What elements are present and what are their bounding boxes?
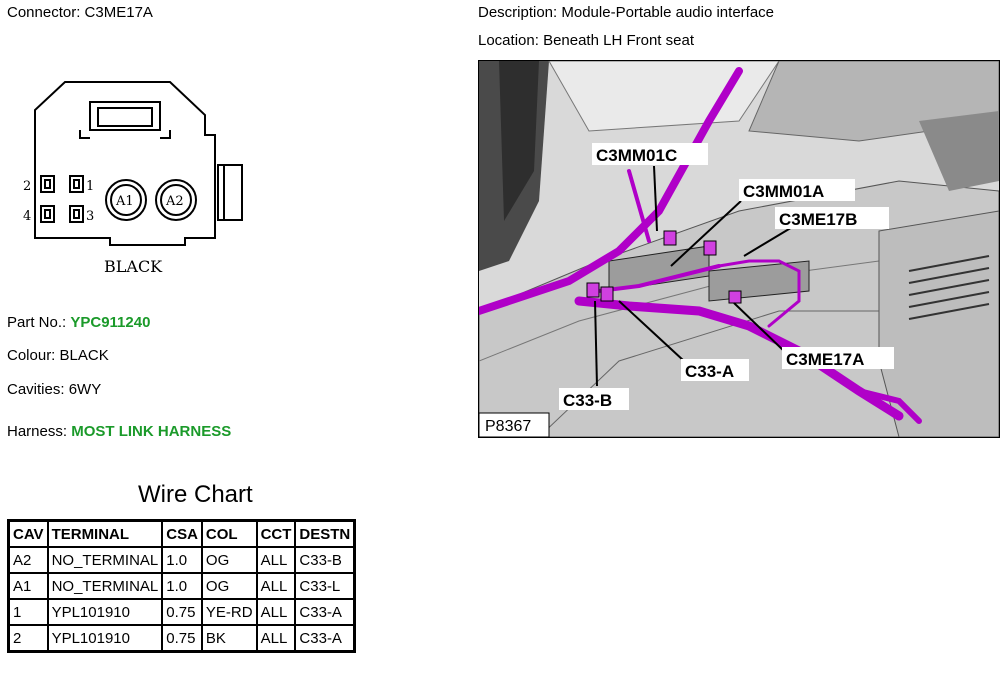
- callout-c33-b: C33-B: [563, 391, 612, 410]
- harness-link[interactable]: MOST LINK HARNESS: [71, 423, 232, 440]
- colour-line: Colour: BLACK: [7, 347, 109, 364]
- description-label: Description:: [478, 4, 558, 21]
- cell-terminal: NO_TERMINAL: [46, 546, 164, 574]
- cell-terminal: NO_TERMINAL: [46, 572, 164, 600]
- location-line: Location: Beneath LH Front seat: [478, 32, 694, 49]
- part-number-label: Part No.:: [7, 314, 67, 331]
- wire-chart-table: CAV TERMINAL CSA COL CCT DESTN A2 NO_TER…: [7, 519, 357, 653]
- callout-c3me17b: C3ME17B: [779, 210, 857, 229]
- connector-value: C3ME17A: [84, 4, 153, 21]
- cell-cav: A1: [7, 572, 49, 600]
- header-csa: CSA: [161, 519, 203, 548]
- callout-c3me17a: C3ME17A: [786, 350, 864, 369]
- wire-chart-title: Wire Chart: [138, 481, 253, 508]
- diagram-color-label: BLACK: [104, 257, 163, 276]
- cell-col: BK: [200, 624, 258, 653]
- cell-col: OG: [200, 572, 258, 600]
- illustration-id: P8367: [485, 418, 531, 435]
- part-number-link[interactable]: YPC911240: [70, 314, 151, 331]
- callout-c3mm01c: C3MM01C: [596, 146, 677, 165]
- cavities-line: Cavities: 6WY: [7, 381, 101, 398]
- header-col: COL: [200, 519, 258, 548]
- location-illustration-svg: C3MM01C C3MM01A C3ME17B C3ME17A C33-A C3…: [479, 61, 999, 437]
- pin-4-label: 4: [23, 209, 31, 224]
- cell-col: YE-RD: [200, 598, 258, 626]
- location-label: Location:: [478, 32, 539, 49]
- pin-a2-label: A2: [165, 194, 184, 209]
- cell-csa: 0.75: [161, 624, 203, 653]
- cell-cct: ALL: [255, 624, 297, 653]
- connector-label: Connector:: [7, 4, 81, 21]
- table-row: 1 YPL101910 0.75 YE-RD ALL C33-A: [7, 598, 356, 626]
- location-illustration: C3MM01C C3MM01A C3ME17B C3ME17A C33-A C3…: [478, 60, 1000, 438]
- pin-2-label: 2: [23, 179, 31, 194]
- pin-a1-label: A1: [115, 194, 134, 209]
- part-number-line: Part No.: YPC911240: [7, 314, 150, 331]
- cell-destn: C33-A: [294, 598, 356, 626]
- side-tab: [217, 164, 243, 221]
- cell-terminal: YPL101910: [46, 624, 164, 653]
- cell-cav: 1: [7, 598, 49, 626]
- header-destn: DESTN: [294, 519, 356, 548]
- connector-outline: [34, 81, 216, 246]
- pin-1-label: 1: [86, 179, 94, 194]
- cell-destn: C33-L: [294, 572, 356, 600]
- callout-c3mm01a: C3MM01A: [743, 182, 824, 201]
- location-value: Beneath LH Front seat: [543, 32, 694, 49]
- harness-label: Harness:: [7, 423, 68, 440]
- cell-csa: 1.0: [161, 546, 203, 574]
- latch-outer: [89, 101, 161, 131]
- cavities-value: 6WY: [68, 381, 102, 398]
- table-row: A1 NO_TERMINAL 1.0 OG ALL C33-L: [7, 572, 356, 600]
- callout-c33-a: C33-A: [685, 362, 734, 381]
- cell-destn: C33-B: [294, 546, 356, 574]
- harness-line: Harness: MOST LINK HARNESS: [7, 423, 231, 440]
- cell-cav: 2: [7, 624, 49, 653]
- cell-col: OG: [200, 546, 258, 574]
- header-cct: CCT: [255, 519, 297, 548]
- cell-terminal: YPL101910: [46, 598, 164, 626]
- pin-3-label: 3: [86, 209, 94, 224]
- header-terminal: TERMINAL: [46, 519, 164, 548]
- cell-csa: 1.0: [161, 572, 203, 600]
- table-row: A2 NO_TERMINAL 1.0 OG ALL C33-B: [7, 546, 356, 574]
- colour-label: Colour:: [7, 347, 56, 364]
- latch-inner: [97, 107, 153, 127]
- cell-cct: ALL: [255, 546, 297, 574]
- table-header-row: CAV TERMINAL CSA COL CCT DESTN: [7, 519, 356, 548]
- cell-cct: ALL: [255, 598, 297, 626]
- cavities-label: Cavities:: [7, 381, 65, 398]
- header-cav: CAV: [7, 519, 49, 548]
- cell-csa: 0.75: [161, 598, 203, 626]
- colour-value: BLACK: [59, 347, 109, 364]
- cell-destn: C33-A: [294, 624, 356, 653]
- connector-line: Connector: C3ME17A: [7, 4, 153, 21]
- connector-face-diagram: 2 1 4 3 A1 A2 BLACK: [23, 81, 243, 276]
- cell-cav: A2: [7, 546, 49, 574]
- description-value: Module-Portable audio interface: [561, 4, 775, 21]
- table-row: 2 YPL101910 0.75 BK ALL C33-A: [7, 624, 356, 653]
- description-line: Description: Module-Portable audio inter…: [478, 4, 774, 21]
- cell-cct: ALL: [255, 572, 297, 600]
